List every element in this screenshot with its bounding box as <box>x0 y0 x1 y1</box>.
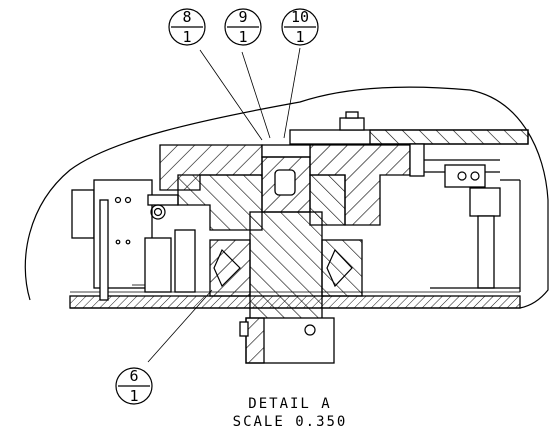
svg-text:10: 10 <box>291 8 309 26</box>
svg-text:1: 1 <box>182 28 191 46</box>
detail-title: DETAIL A <box>248 396 331 412</box>
central-shaft <box>239 156 335 364</box>
svg-text:9: 9 <box>238 8 247 26</box>
svg-text:8: 8 <box>182 8 191 26</box>
upper-housing <box>159 144 411 231</box>
svg-text:1: 1 <box>129 387 138 405</box>
balloon-10: 10 1 <box>281 8 319 46</box>
svg-text:1: 1 <box>295 28 304 46</box>
leader-8 <box>199 49 263 141</box>
balloon-8: 8 1 <box>168 8 206 46</box>
bearing-right <box>321 239 363 297</box>
detail-scale: SCALE 0.350 <box>233 414 348 430</box>
balloon-6: 6 1 <box>115 367 153 405</box>
svg-text:6: 6 <box>129 367 138 385</box>
leader-9 <box>241 51 271 139</box>
leader-10 <box>283 47 301 139</box>
left-motor-assembly <box>71 179 196 301</box>
top-plate-right <box>289 111 529 177</box>
breakout-boundary <box>24 86 549 309</box>
balloon-9: 9 1 <box>224 8 262 46</box>
leader-6 <box>147 289 213 363</box>
right-linkage <box>424 159 521 292</box>
svg-text:1: 1 <box>238 28 247 46</box>
bearing-left <box>209 239 251 297</box>
